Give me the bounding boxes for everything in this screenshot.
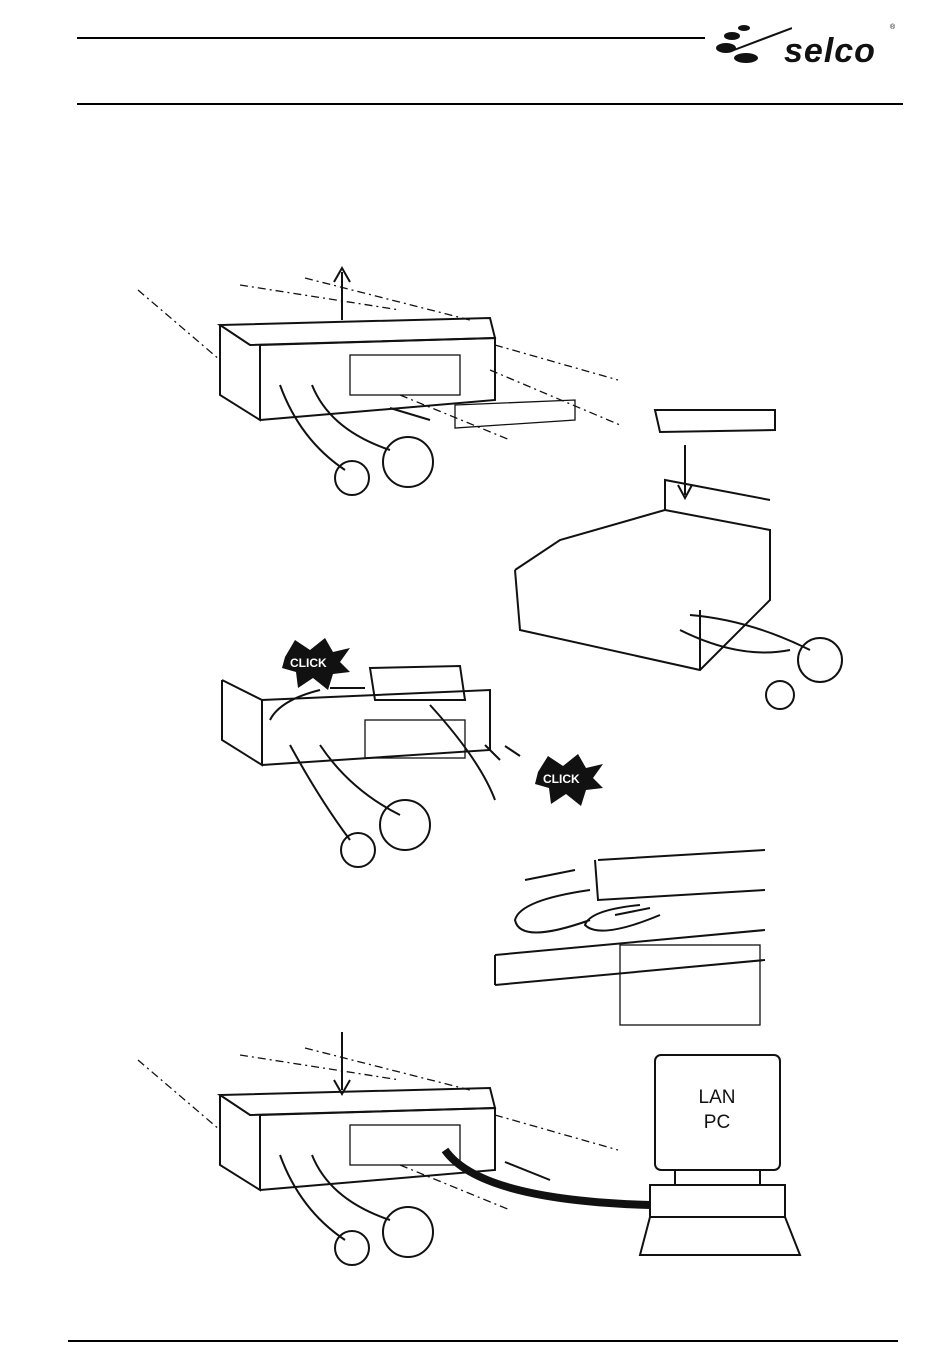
pc-label: LAN PC [657,1085,777,1135]
figure-2-insert-module [514,409,843,710]
figure-5-connect-pc [137,1032,802,1266]
logo-swoosh-icon [716,25,792,63]
logo-registered-mark: ® [890,24,896,31]
click-burst-2 [535,754,603,806]
footer-rule [68,1340,898,1342]
figure-1-remove-cover [137,265,621,496]
pc-label-line-2: PC [703,1112,731,1133]
pc-label-line-1: LAN [698,1087,736,1108]
pc-icon [638,1054,802,1256]
figure-4-cable-detail [494,849,766,1026]
figure-3-connect-cables [221,638,603,868]
click-burst-1 [282,638,350,690]
logo-text: selco [784,32,876,70]
click-label-1: CLICK [290,656,327,670]
selco-logo: selco ® [712,18,902,72]
header-rule-bottom [77,103,903,105]
header-rule-top [77,37,705,39]
click-label-2: CLICK [543,772,580,786]
